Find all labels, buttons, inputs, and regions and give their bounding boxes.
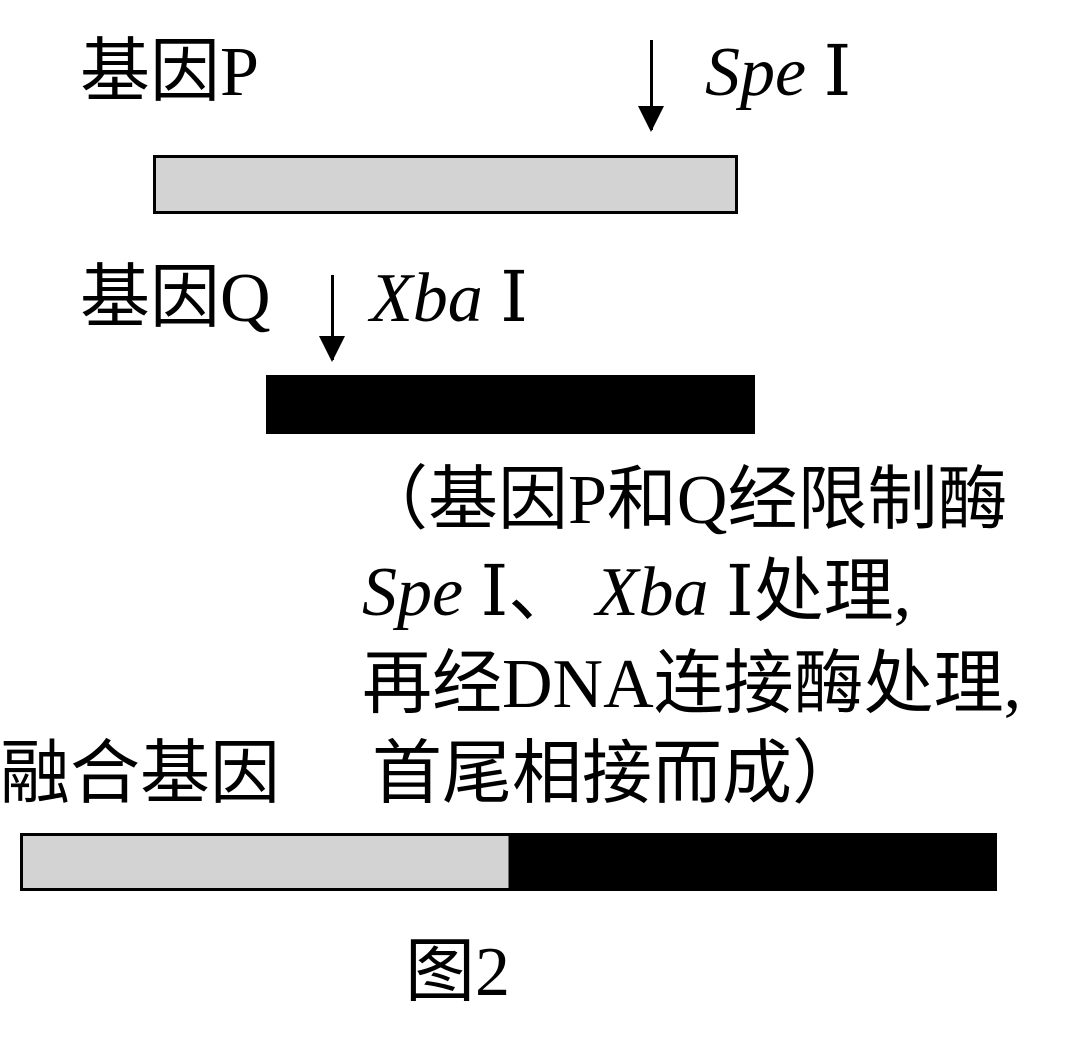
spe-cut-arrow <box>638 40 664 132</box>
note-sep: Ⅰ、 <box>480 554 579 631</box>
note-line-2: Spe Ⅰ、 Xba Ⅰ处理, <box>362 558 911 628</box>
spe-numeral: Ⅰ <box>823 34 852 111</box>
gene-q-bar <box>266 375 755 434</box>
figure-caption: 图2 <box>405 934 510 1011</box>
gene-q-label: 基因Q <box>80 260 271 337</box>
gene-p-bar <box>153 155 738 214</box>
note-line-4: 首尾相接而成） <box>372 736 862 813</box>
note-spe: Spe <box>362 554 464 631</box>
xba-name: Xba <box>370 260 483 337</box>
spe-enzyme-label: Spe Ⅰ <box>705 38 851 108</box>
fusion-gene-bar <box>20 833 997 891</box>
xba-enzyme-label: Xba Ⅰ <box>370 264 528 334</box>
fusion-gene-label: 融合基因 <box>0 736 280 813</box>
gene-p-label: 基因P <box>80 34 259 111</box>
note-process: Ⅰ处理, <box>726 554 912 631</box>
spe-name: Spe <box>705 34 807 111</box>
xba-numeral: Ⅰ <box>500 260 528 337</box>
note-line-3: 再经DNA连接酶处理, <box>362 646 1022 723</box>
xba-cut-arrow <box>319 275 345 362</box>
note-line-1: （基因P和Q经限制酶 <box>358 462 1008 539</box>
note-xba: Xba <box>595 554 709 631</box>
